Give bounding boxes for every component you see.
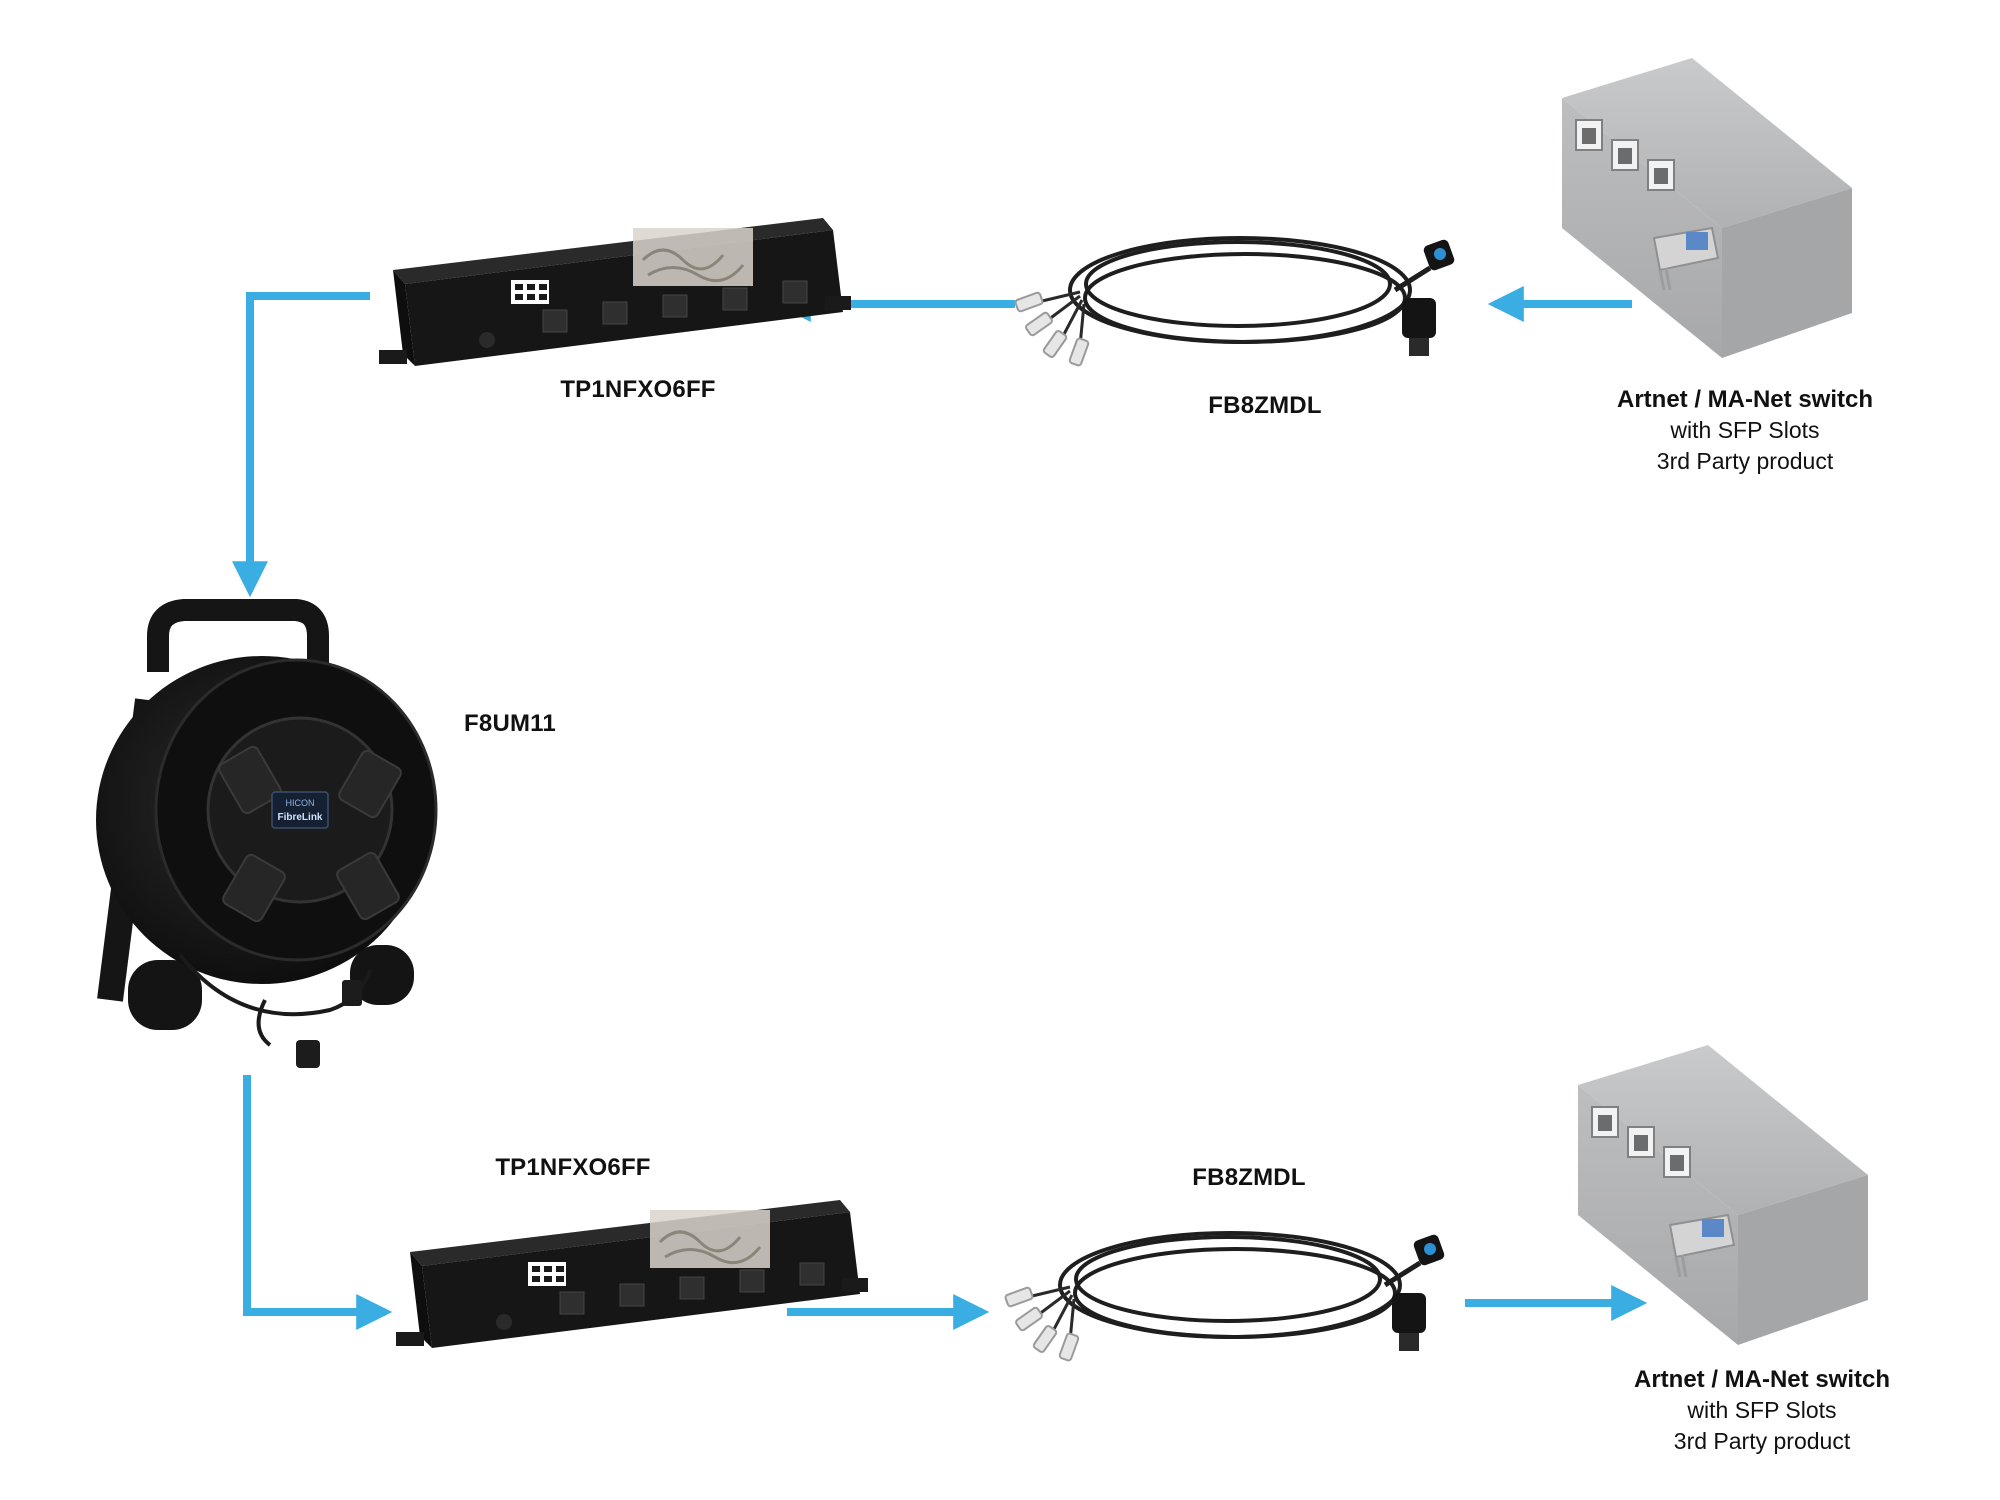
arrow-icon (232, 292, 370, 598)
reel-label: F8UM11 (464, 710, 556, 737)
rack-panel-icon (394, 1198, 870, 1350)
switch-bottom-line2: with SFP Slots (1687, 1397, 1837, 1423)
cable-top-label: FB8ZMDL (1208, 392, 1322, 419)
switch-top-line3: 3rd Party product (1656, 448, 1834, 474)
switch-bottom-title: Artnet / MA-Net switch (1633, 1366, 1891, 1393)
panel-bottom-label: TP1NFXO6FF (495, 1154, 651, 1181)
cable-reel-icon: HICON FibreLink (96, 599, 438, 1068)
network-switch-icon (1560, 56, 1854, 360)
switch-bottom-caption: Artnet / MA-Net switch with SFP Slots 3r… (1634, 1364, 1890, 1457)
switch-top-title: Artnet / MA-Net switch (1616, 386, 1874, 413)
arrows-bottom (243, 1075, 1648, 1330)
fiber-cable-icon (1005, 1233, 1446, 1361)
reel-logo-text: FibreLink (277, 812, 322, 823)
panel-top-label: TP1NFXO6FF (560, 376, 716, 403)
rack-panel-icon (377, 216, 853, 368)
reel-logo-text: HICON (286, 798, 315, 808)
switch-top-line2: with SFP Slots (1670, 417, 1820, 443)
arrow-icon (243, 1075, 393, 1330)
fiber-cable-icon (1015, 238, 1456, 366)
cable-bottom-label: FB8ZMDL (1192, 1164, 1306, 1191)
switch-bottom-line3: 3rd Party product (1673, 1428, 1851, 1454)
switch-top-caption: Artnet / MA-Net switch with SFP Slots 3r… (1617, 384, 1873, 477)
